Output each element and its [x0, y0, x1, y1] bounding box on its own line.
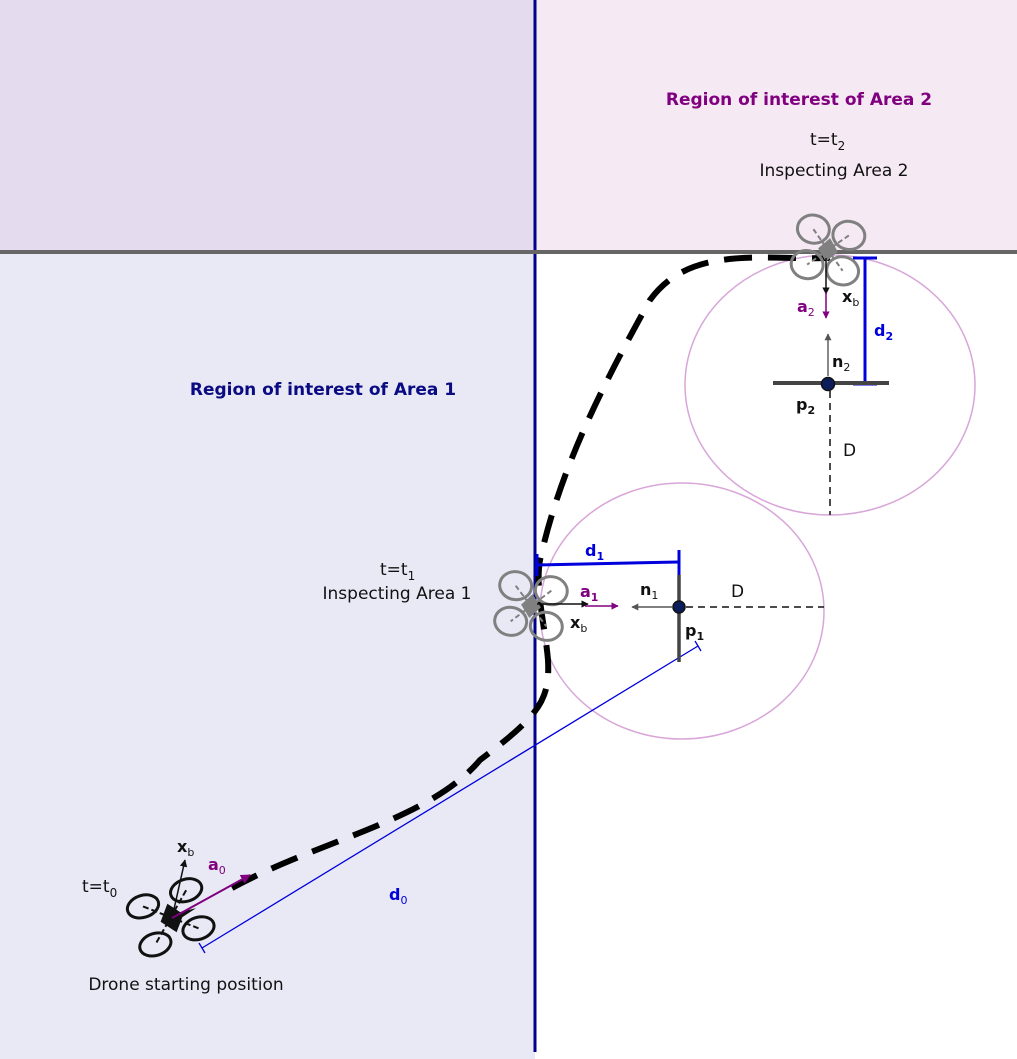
- d2-label: d2: [874, 321, 893, 343]
- caption-t0: Drone starting position: [88, 975, 283, 995]
- time-label-t1: t=t1: [380, 560, 415, 583]
- p2-label: p2: [796, 395, 815, 417]
- n1-label-base: n: [640, 580, 651, 599]
- acceleration-arrow-a0: [171, 874, 251, 919]
- xb-label-t0: xb: [177, 837, 194, 859]
- xb-label-t1-sub: b: [580, 622, 587, 635]
- a1-label-base: a: [580, 582, 591, 601]
- d1-label-sub: 1: [596, 550, 604, 563]
- time-label-t0-sub: 0: [110, 886, 118, 900]
- d0-label: d0: [389, 885, 407, 907]
- p2-label-base: p: [796, 395, 807, 414]
- d0-distance-line: [201, 645, 699, 949]
- D-label-area2: D: [843, 441, 856, 461]
- a0-label-base: a: [208, 855, 219, 874]
- d1-label-base: d: [585, 541, 596, 560]
- quadcopter-icon: [789, 213, 867, 287]
- caption-t2: Inspecting Area 2: [760, 161, 909, 181]
- time-label-t0: t=t0: [82, 877, 117, 900]
- a2-label-base: a: [797, 297, 808, 316]
- n2-label: n2: [832, 352, 850, 374]
- time-label-t0-base: t=t: [82, 877, 110, 897]
- xb-label-t2-sub: b: [852, 296, 859, 309]
- time-label-t1-base: t=t: [380, 560, 408, 580]
- inspection-targets: [631, 333, 889, 662]
- a2-label: a2: [797, 297, 815, 319]
- xb-label-t0-base: x: [177, 837, 188, 856]
- region-area2-background: [535, 0, 1017, 253]
- d0-end-cap: [694, 640, 702, 652]
- region-area1-background: [0, 253, 535, 1059]
- target-point-p2: [820, 376, 836, 392]
- d1-distance-line: [536, 560, 680, 567]
- body-axis-xb-arrow-t0: [171, 859, 188, 919]
- n2-label-sub: 2: [843, 361, 850, 374]
- d0-start-cap: [198, 942, 206, 954]
- quadcopter-icon: [493, 570, 569, 642]
- time-label-t1-sub: 1: [408, 569, 416, 583]
- time-label-t2-sub: 2: [838, 139, 846, 153]
- a1-label: a1: [580, 582, 598, 604]
- a2-label-sub: 2: [808, 306, 815, 319]
- xb-label-t1-base: x: [570, 613, 581, 632]
- xb-label-t0-sub: b: [187, 846, 194, 859]
- p1-label-base: p: [685, 621, 696, 640]
- drone-start: [125, 859, 251, 958]
- area1-region-label: Region of interest of Area 1: [190, 380, 456, 400]
- area2-region-label: Region of interest of Area 2: [666, 90, 932, 110]
- n2-label-base: n: [832, 352, 843, 371]
- free-space-background: [535, 253, 1017, 1059]
- drone-area1: [493, 570, 619, 642]
- n1-label-sub: 1: [651, 589, 658, 602]
- a0-label: a0: [208, 855, 226, 877]
- n1-label: n1: [640, 580, 658, 602]
- caption-t1: Inspecting Area 1: [323, 584, 472, 604]
- d2-label-base: d: [874, 321, 885, 340]
- d0-label-base: d: [389, 885, 400, 904]
- D-label-area1: D: [731, 582, 744, 602]
- drone-area2: [789, 213, 867, 319]
- xb-label-t1: xb: [570, 613, 587, 635]
- region-overlap-background: [0, 0, 535, 253]
- time-label-t2-base: t=t: [810, 130, 838, 150]
- target-point-p1: [672, 600, 686, 614]
- xb-label-t2-base: x: [842, 287, 853, 306]
- a1-label-sub: 1: [591, 591, 599, 604]
- a0-label-sub: 0: [219, 864, 226, 877]
- xb-label-t2: xb: [842, 287, 859, 309]
- p1-label-sub: 1: [696, 630, 704, 643]
- p2-label-sub: 2: [807, 404, 815, 417]
- labels: Region of interest of Area 2 Region of i…: [82, 90, 932, 995]
- time-label-t2: t=t2: [810, 130, 845, 153]
- d2-label-sub: 2: [885, 330, 893, 343]
- p1-label: p1: [685, 621, 704, 643]
- d0-label-sub: 0: [400, 894, 407, 907]
- d1-label: d1: [585, 541, 604, 563]
